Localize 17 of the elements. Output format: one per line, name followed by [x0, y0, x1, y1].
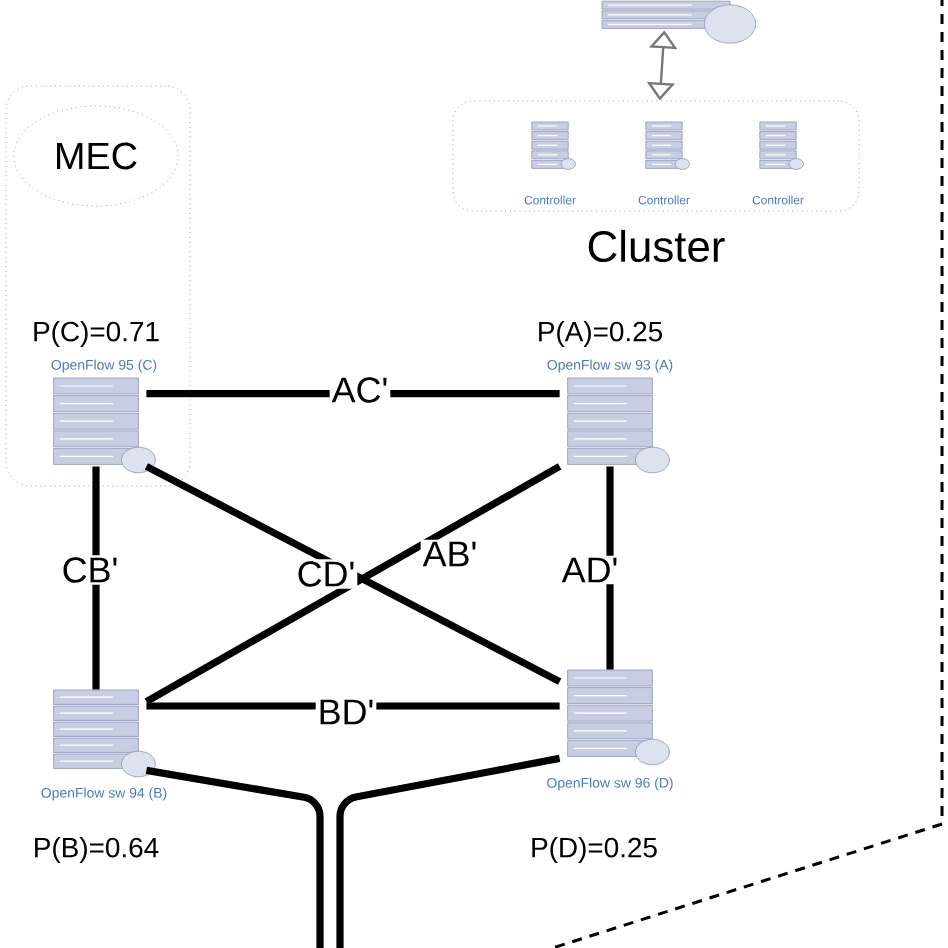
edge-label: BD' — [315, 697, 377, 727]
edge-label: AD' — [559, 555, 621, 585]
server-drawing — [601, 0, 756, 44]
edge-label: CB' — [59, 555, 121, 585]
connector — [606, 466, 614, 670]
group-outline — [5, 85, 191, 487]
connector — [92, 466, 100, 690]
heading: Cluster — [588, 229, 725, 263]
edge-label: CD' — [294, 559, 358, 589]
connector — [145, 766, 324, 948]
probability-label: P(D)=0.25 — [532, 837, 657, 863]
edge-label: AC' — [329, 375, 391, 405]
probability-label: P(C)=0.71 — [34, 321, 159, 347]
probability-label: P(B)=0.64 — [35, 837, 159, 863]
connector — [336, 754, 561, 948]
probability-label: P(A)=0.25 — [539, 321, 663, 347]
edge-label: AB' — [420, 539, 480, 569]
